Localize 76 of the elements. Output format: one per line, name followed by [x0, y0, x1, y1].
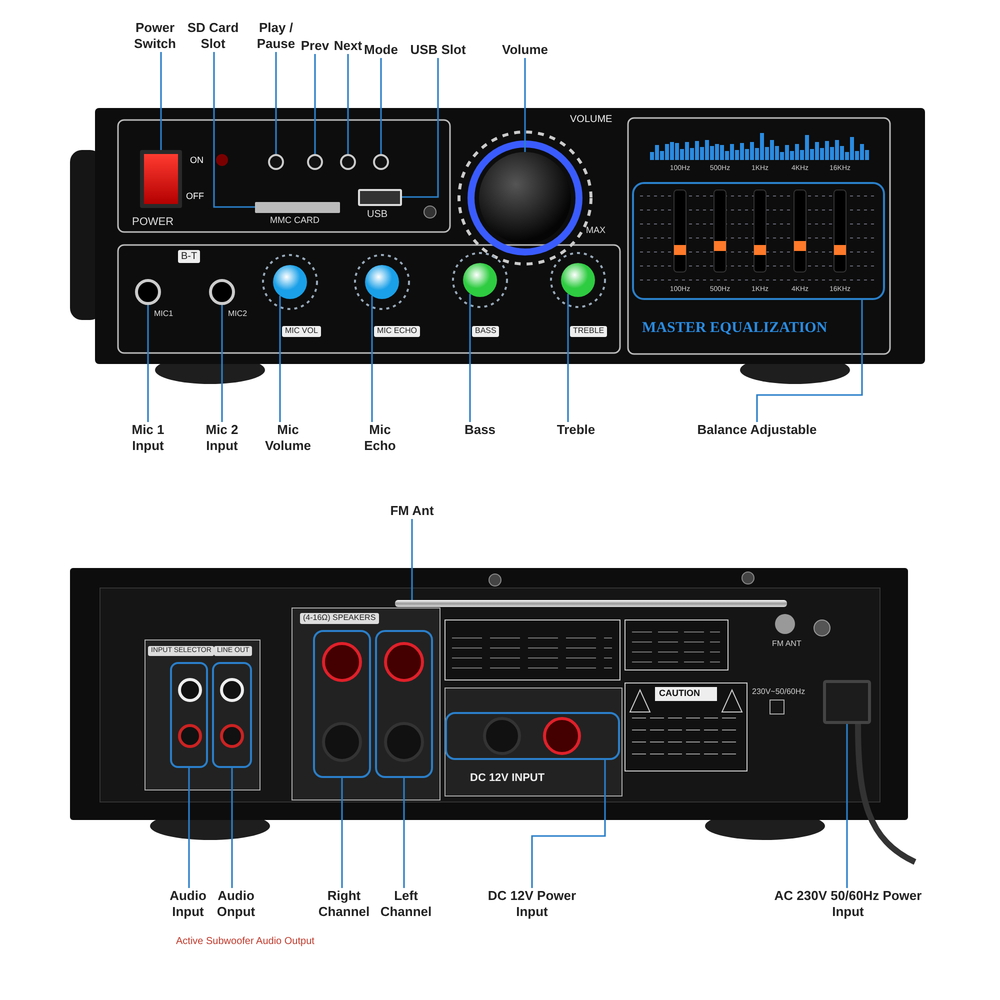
- power-socket: [823, 680, 871, 724]
- panel-label: 230V~50/60Hz: [752, 688, 806, 697]
- panel-label: MMC CARD: [270, 216, 320, 226]
- callout-label: Play / Pause: [254, 20, 298, 52]
- leader-line: [347, 54, 349, 154]
- leader-line: [188, 768, 190, 888]
- panel-label: TREBLE: [570, 326, 608, 337]
- leader-line: [846, 724, 848, 888]
- panel-label: MIC ECHO: [374, 326, 420, 337]
- callout-label: Left Channel: [376, 888, 436, 920]
- panel-label: B-T: [178, 250, 200, 263]
- callout-label: Mic Echo: [358, 422, 402, 454]
- leader-line: [213, 52, 255, 208]
- equalizer-slider-panel: [632, 182, 885, 300]
- leader-line: [567, 294, 569, 422]
- speaker-terminal-pair: [375, 630, 433, 778]
- leader-line: [279, 296, 281, 422]
- rca-jack-pair: [170, 662, 208, 768]
- speaker-terminal-pair: [313, 630, 371, 778]
- panel-label: MASTER EQUALIZATION: [642, 320, 828, 336]
- callout-label: DC 12V Power Input: [486, 888, 578, 920]
- panel-label: VOLUME: [570, 114, 612, 125]
- leader-line: [756, 300, 863, 422]
- callout-label: Prev: [298, 38, 332, 54]
- leader-line: [341, 778, 343, 888]
- leader-line: [403, 778, 405, 888]
- leader-line: [469, 294, 471, 422]
- leader-line: [160, 52, 162, 150]
- panel-label: MIC VOL: [282, 326, 321, 337]
- panel-label: USB: [367, 209, 388, 220]
- panel-label: (4-16Ω) SPEAKERS: [300, 613, 379, 624]
- panel-label: DC 12V INPUT: [470, 772, 545, 784]
- callout-label: Power Switch: [127, 20, 183, 52]
- panel-label: FM ANT: [772, 640, 802, 649]
- panel-label: POWER: [132, 216, 174, 228]
- note-text: Active Subwoofer Audio Output: [176, 936, 314, 947]
- callout-label: AC 230V 50/60Hz Power Input: [768, 888, 928, 920]
- callout-label: Audio Input: [166, 888, 210, 920]
- rca-jack-pair: [212, 662, 252, 768]
- callout-label: Volume: [497, 42, 553, 58]
- leader-line: [524, 58, 526, 152]
- callout-label: USB Slot: [407, 42, 469, 58]
- antenna-rod: [395, 600, 787, 607]
- leader-line: [314, 54, 316, 154]
- callout-label: Bass: [460, 422, 500, 438]
- leader-line: [147, 305, 149, 422]
- power-switch: [140, 150, 182, 208]
- panel-label: MIC1: [154, 310, 174, 319]
- usb-port: [358, 189, 402, 206]
- leader-line: [402, 58, 439, 198]
- panel-label: ON: [190, 156, 204, 166]
- leader-line: [275, 52, 277, 154]
- panel-label: OFF: [186, 192, 204, 202]
- callout-label: Next: [331, 38, 365, 54]
- panel-label: MAX: [586, 226, 606, 236]
- callout-label: Mic 1 Input: [126, 422, 170, 454]
- callout-label: Mic 2 Input: [200, 422, 244, 454]
- leader-line: [380, 58, 382, 154]
- panel-label: CAUTION: [659, 689, 700, 699]
- card-slot: [255, 202, 340, 213]
- leader-line: [531, 760, 606, 888]
- panel-label: BASS: [472, 326, 500, 337]
- callout-label: Right Channel: [313, 888, 375, 920]
- callout-label: Balance Adjustable: [682, 422, 832, 438]
- power-terminal-pair: [445, 712, 620, 760]
- callout-label: FM Ant: [382, 503, 442, 519]
- callout-label: Treble: [551, 422, 601, 438]
- leader-line: [371, 296, 373, 422]
- leader-line: [411, 519, 413, 600]
- callout-label: SD Card Slot: [185, 20, 241, 52]
- callout-label: Mic Volume: [259, 422, 317, 454]
- leader-line: [221, 305, 223, 422]
- callout-label: Mode: [364, 42, 398, 58]
- panel-label: MIC2: [228, 310, 248, 319]
- leader-line: [231, 768, 233, 888]
- callout-label: Audio Onput: [212, 888, 260, 920]
